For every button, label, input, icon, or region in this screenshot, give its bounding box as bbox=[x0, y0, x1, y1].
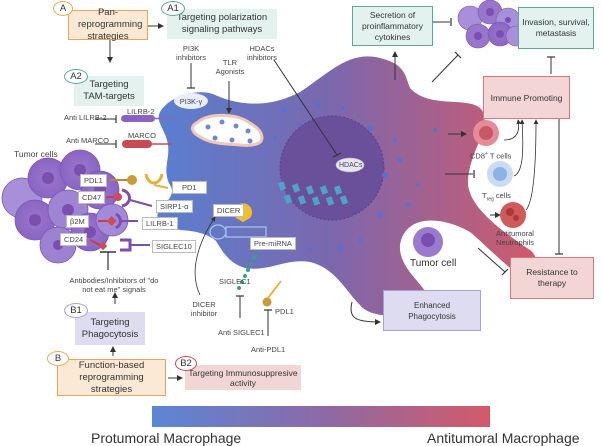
strategy-b2-label: Targeting Immunosuppresive activity bbox=[188, 367, 298, 388]
strategy-a1-box: Targeting polarization signaling pathway… bbox=[167, 9, 277, 39]
dicer-inhibitor-label: DICER inhibitor bbox=[190, 300, 218, 318]
strategy-b2-box: Targeting Immunosuppresive activity bbox=[185, 365, 301, 390]
immune-promoting-label: Immune Promoting bbox=[490, 92, 563, 103]
strategy-a1-label: Targeting polarization signaling pathway… bbox=[176, 12, 268, 35]
ligand-cd24: CD24 bbox=[60, 233, 88, 246]
enhanced-phagocytosis-box: Enhanced Phagocytosis bbox=[383, 290, 481, 331]
protumoral-label: Protumoral Macrophage bbox=[91, 430, 242, 446]
ligand-cd47: CD47 bbox=[78, 191, 106, 204]
strategy-b-badge: B bbox=[47, 351, 69, 366]
ligand-pdl1: PDL1 bbox=[80, 174, 107, 187]
neutrophils-label: Antitumoral Neutrophils bbox=[496, 229, 534, 247]
receptor-pd1: PD1 bbox=[172, 181, 207, 194]
receptor-lilrb1: LILRB-1 bbox=[142, 217, 178, 230]
ligand-b2m: β2M bbox=[66, 215, 89, 228]
neutrophil bbox=[500, 202, 526, 228]
strategy-a-box: Pan-reprogramming strategies bbox=[68, 7, 148, 42]
endosome bbox=[191, 113, 264, 147]
strategy-a-badge: A bbox=[53, 1, 73, 16]
tlr-agonists-label: TLR Agonists bbox=[215, 58, 245, 76]
strategy-a2-box: Targeting TAM-targets bbox=[74, 76, 144, 106]
tumor-cluster-top bbox=[457, 0, 527, 49]
tumor-cell-label: Tumor cell bbox=[410, 258, 457, 269]
tumor-nuclei bbox=[29, 164, 106, 250]
marco-label: MARCO bbox=[128, 131, 156, 140]
polarization-gradient-bar bbox=[152, 406, 490, 427]
invasion-box: Invasion, survival, metastasis bbox=[518, 7, 594, 49]
anti-lilrb2-label: Anti LILRB-2 bbox=[64, 113, 107, 122]
treg-label: Treg cells bbox=[482, 191, 511, 203]
nucleus bbox=[279, 115, 385, 221]
strategy-b2-badge: B2 bbox=[175, 356, 197, 371]
strategy-a1-badge: A1 bbox=[161, 1, 185, 16]
pdl1-macrophage-label: PDL1 bbox=[275, 307, 294, 316]
antibodies-label: Antibodies/Inhibitors of "do not eat me"… bbox=[69, 276, 159, 294]
enhanced-phagocytosis-label: Enhanced Phagocytosis bbox=[408, 300, 456, 321]
resistance-label: Resistance to therapy bbox=[526, 267, 578, 288]
strategy-b-box: Function-based reprogramming strategies bbox=[57, 359, 166, 396]
siglec1-label: SIGLEC1 bbox=[219, 277, 251, 286]
strategy-a-label: Pan-reprogramming strategies bbox=[78, 7, 143, 42]
hdacs-oval bbox=[335, 157, 365, 173]
hdacs-label: HDACs bbox=[339, 162, 363, 169]
secretion-label: Secretion of proinflammatory cytokines bbox=[362, 9, 423, 42]
lilrb2-label: LILRB-2 bbox=[127, 107, 155, 116]
secretion-box: Secretion of proinflammatory cytokines bbox=[352, 6, 433, 46]
resistance-box: Resistance to therapy bbox=[510, 257, 594, 299]
immune-promoting-box: Immune Promoting bbox=[483, 76, 570, 119]
strategy-a2-badge: A2 bbox=[64, 69, 88, 84]
marco-receptor bbox=[122, 140, 172, 148]
pi3k-gamma-label: PI3K-γ bbox=[179, 97, 203, 106]
cytoplasm-granules bbox=[273, 102, 437, 252]
pre-mirna-label: Pre-miRNA bbox=[250, 237, 296, 250]
strategy-b1-box: Targeting Phagocytosis bbox=[75, 312, 145, 345]
cd8-label: CD8+ T cells bbox=[470, 151, 512, 161]
tumor-cells-title: Tumor cells bbox=[14, 149, 58, 159]
invasion-label: Invasion, survival, metastasis bbox=[522, 17, 590, 38]
hdacs-inhibitors-label: HDACs inhibitors bbox=[246, 44, 277, 62]
strategy-b1-label: Targeting Phagocytosis bbox=[81, 316, 139, 340]
anti-siglec1-label: Anti SIGLEC1 bbox=[218, 328, 265, 337]
receptor-sirp1a: SIRP1-α bbox=[156, 200, 193, 213]
chromatin bbox=[277, 181, 349, 206]
strategy-b-label: Function-based reprogramming strategies bbox=[78, 359, 145, 395]
strategy-b1-badge: B1 bbox=[64, 303, 88, 318]
anti-marco-label: Anti MARCO bbox=[66, 136, 109, 145]
antitumoral-label: Antitumoral Macrophage bbox=[427, 430, 580, 446]
tlr-receptors bbox=[205, 119, 253, 144]
pi3k-inhibitors-label: PI3K inhibitors bbox=[175, 44, 206, 62]
anti-pdl1-label: Anti-PDL1 bbox=[251, 345, 286, 354]
strategy-a2-label: Targeting TAM-targets bbox=[83, 79, 135, 102]
receptor-siglec10: SIGLEC10 bbox=[152, 240, 196, 253]
dicer-label: DICER bbox=[213, 204, 245, 217]
lilrb2-receptor bbox=[121, 115, 172, 122]
